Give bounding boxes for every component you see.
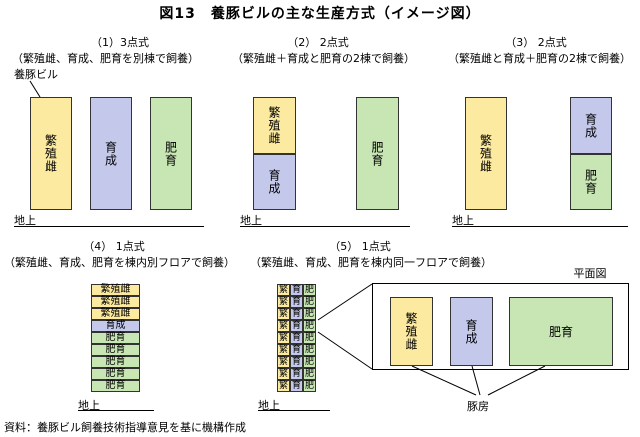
p2-rearing-building: 育成	[253, 154, 296, 210]
panel-3-caption: （3） 2点式	[505, 36, 567, 49]
p4-floor-fattening: 肥育	[91, 332, 140, 344]
p5-cell: 肥	[303, 368, 316, 380]
plan-rearing-label: 育成	[464, 318, 478, 345]
source-note: 資料：養豚ビル飼養技術指導意見を基に機構作成	[4, 421, 246, 434]
p1-fattening-building: 肥育	[150, 97, 192, 210]
p4-floor-breeding: 繁殖雌	[91, 284, 140, 296]
p5-cell: 繁	[277, 356, 290, 368]
p2-ground-line	[240, 226, 410, 227]
plan-breeding-label: 繁殖雌	[404, 312, 418, 351]
p2-ground-label: 地上	[240, 214, 262, 227]
p1-rearing-building: 育成	[90, 97, 132, 210]
plan-breeding-pen: 繁殖雌	[390, 297, 433, 366]
p3-fattening-label: 肥育	[583, 169, 598, 195]
pen-pointer-2	[471, 365, 481, 396]
pen-pointer-3	[487, 365, 546, 396]
plan-view-label: 平面図	[573, 267, 607, 280]
p5-cell: 繁	[277, 380, 290, 392]
p4-floor-fattening: 肥育	[91, 344, 140, 356]
p3-breeding-label: 繁殖雌	[478, 134, 493, 173]
p3-rearing-label: 育成	[583, 112, 598, 139]
p1-breeding-label: 繁殖雌	[43, 134, 58, 173]
p2-fattening-label: 肥育	[370, 140, 384, 167]
panel-1-caption: （1）3点式	[91, 36, 149, 49]
p5-cell: 肥	[303, 320, 316, 332]
p5-cell: 肥	[303, 344, 316, 356]
p5-cell: 繁	[277, 332, 290, 344]
plan-view-box	[372, 283, 629, 370]
p4-floor-fattening: 肥育	[91, 356, 140, 368]
p5-cell: 育	[290, 308, 303, 320]
zoom-line-top	[317, 283, 373, 321]
p4-floor-breeding: 繁殖雌	[91, 308, 140, 320]
p2-breeding-label: 繁殖雌	[267, 106, 281, 145]
p1-ground-line	[14, 226, 204, 227]
p4-floor-rearing: 育成	[91, 320, 140, 332]
p5-cell: 繁	[277, 344, 290, 356]
p1-rearing-label: 育成	[103, 140, 118, 167]
plan-fattening-label: 肥育	[548, 325, 573, 339]
p1-breeding-building: 繁殖雌	[30, 97, 72, 210]
panel-3-description: （繁殖雌と育成＋肥育の2棟で飼養）	[448, 52, 631, 65]
p5-cell: 肥	[303, 296, 316, 308]
plan-rearing-pen: 育成	[450, 297, 493, 366]
p5-cell: 繁	[277, 368, 290, 380]
panel-1-description: （繁殖雌、育成、肥育を別棟で飼養）	[12, 52, 199, 65]
building-pointer	[29, 80, 41, 98]
p5-cell: 肥	[303, 380, 316, 392]
p5-cell: 肥	[303, 284, 316, 296]
panel-4-caption: （4） 1点式	[83, 240, 145, 253]
p1-ground-label: 地上	[14, 214, 36, 227]
panel-2-caption: （2） 2点式	[287, 36, 349, 49]
panel-5-description: （繁殖雌、育成、肥育を棟内同一フロアで飼養）	[250, 256, 492, 269]
p5-cell: 肥	[303, 332, 316, 344]
p5-cell: 育	[290, 344, 303, 356]
p5-cell: 繁	[277, 296, 290, 308]
p3-fattening-building: 肥育	[570, 154, 612, 210]
p5-cell: 育	[290, 332, 303, 344]
p3-breeding-building: 繁殖雌	[465, 97, 507, 210]
p5-cell: 育	[290, 296, 303, 308]
p5-cell: 育	[290, 320, 303, 332]
p5-ground-line	[258, 410, 330, 411]
p3-rearing-building: 育成	[570, 97, 612, 154]
p3-ground-label: 地上	[452, 214, 474, 227]
p5-cell: 肥	[303, 356, 316, 368]
p4-ground-line	[78, 410, 154, 411]
building-label: 養豚ビル	[14, 68, 58, 81]
p2-rearing-label: 育成	[267, 169, 281, 195]
p4-floor-fattening: 肥育	[91, 368, 140, 380]
panel-2-description: （繁殖雌＋育成と肥育の2棟で飼養）	[232, 52, 415, 65]
pens-label: 豚房	[467, 400, 489, 413]
p4-floor-breeding: 繁殖雌	[91, 296, 140, 308]
p5-cell: 繁	[277, 308, 290, 320]
p5-cell: 繁	[277, 284, 290, 296]
zoom-line-bottom	[317, 331, 373, 370]
p5-cell: 育	[290, 284, 303, 296]
pen-pointer-1	[411, 365, 477, 396]
p5-cell: 育	[290, 368, 303, 380]
plan-fattening-pen: 肥育	[509, 297, 613, 366]
p5-cell: 繁	[277, 320, 290, 332]
p4-floor-fattening: 肥育	[91, 380, 140, 392]
panel-4-description: （繁殖雌、育成、肥育を棟内別フロアで飼養）	[4, 256, 235, 269]
panel-5-caption: （5） 1点式	[329, 240, 391, 253]
p5-cell: 肥	[303, 308, 316, 320]
p3-ground-line	[452, 226, 628, 227]
p2-fattening-building: 肥育	[356, 97, 399, 210]
p4-ground-label: 地上	[78, 399, 100, 412]
p5-cell: 育	[290, 356, 303, 368]
p5-cell: 育	[290, 380, 303, 392]
p1-fattening-label: 肥育	[163, 140, 178, 167]
p5-ground-label: 地上	[258, 399, 280, 412]
p2-breeding-building: 繁殖雌	[253, 97, 296, 154]
figure-title: 図13 養豚ビルの主な生産方式（イメージ図）	[159, 6, 481, 22]
